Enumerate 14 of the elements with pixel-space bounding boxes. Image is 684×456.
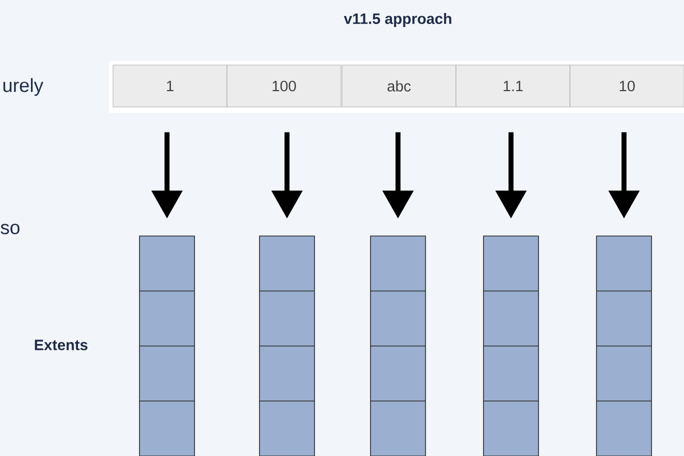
side-text: so xyxy=(0,224,20,234)
extent-column xyxy=(370,236,426,456)
extent-column xyxy=(259,236,315,456)
value-cell: 100 xyxy=(226,64,342,108)
extent-column xyxy=(596,236,652,456)
title: v11.5 approach xyxy=(344,13,452,27)
value-cell: 1.1 xyxy=(456,64,570,108)
extent-column xyxy=(139,236,195,456)
extent-column xyxy=(483,236,539,456)
extents-label: Extents xyxy=(34,340,88,350)
value-cell: abc xyxy=(342,64,456,108)
value-cell: 1 xyxy=(112,64,228,108)
value-cell: 10 xyxy=(570,64,684,108)
side-text: urely xyxy=(3,78,44,96)
